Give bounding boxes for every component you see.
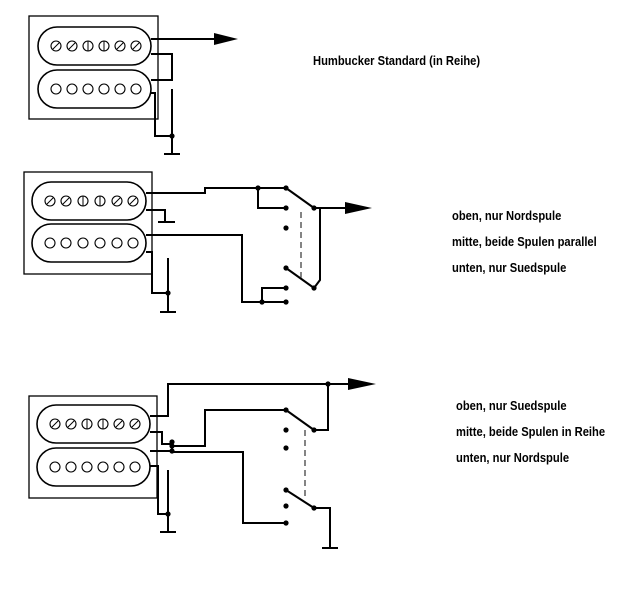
north-coil <box>31 181 147 221</box>
south-coil <box>31 223 147 263</box>
north-coil <box>37 26 152 66</box>
legend-line: mitte, beide Spulen parallel <box>452 234 597 249</box>
pole-pieces-round <box>50 83 142 95</box>
pole-pieces-slotted <box>49 418 141 430</box>
diagram1-title: Humbucker Standard (in Reihe) <box>313 53 481 68</box>
pole-pieces-slotted <box>44 195 139 207</box>
legend-line: unten, nur Suedspule <box>452 260 567 275</box>
legend-line: oben, nur Nordspule <box>452 208 562 223</box>
north-coil <box>36 404 151 444</box>
humbucker-standard-diagram <box>28 15 238 155</box>
pole-pieces-slotted <box>50 40 142 52</box>
coil-split-diagram <box>23 171 372 313</box>
ground-junction <box>169 133 175 139</box>
pole-pieces-round <box>49 461 141 473</box>
south-coil <box>37 69 152 109</box>
output-arrow <box>345 202 372 214</box>
diagram2-legend: oben, nur Nordspule mitte, beide Spulen … <box>452 203 620 281</box>
wires <box>146 187 347 313</box>
diagram3-legend: oben, nur Suedspule mitte, beide Spulen … <box>456 393 629 471</box>
series-switch-diagram <box>28 378 376 549</box>
legend-line: oben, nur Suedspule <box>456 398 567 413</box>
switch-contacts <box>165 381 331 526</box>
output-arrow <box>214 33 238 45</box>
legend-line: mitte, beide Spulen in Reihe <box>456 424 606 439</box>
wires <box>150 383 350 549</box>
switch-contacts <box>165 185 317 305</box>
pole-pieces-round <box>44 237 139 249</box>
legend-line: unten, nur Nordspule <box>456 450 570 465</box>
wires <box>151 38 222 155</box>
output-arrow <box>348 378 376 390</box>
